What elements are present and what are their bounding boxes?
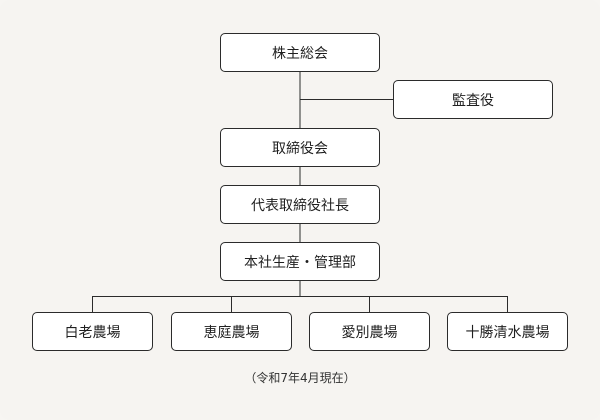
node-hq-production-management: 本社生産・管理部 [220,242,380,281]
node-label: 愛別農場 [341,324,398,341]
node-farm-eniwa: 恵庭農場 [171,312,292,351]
as-of-note: （令和7年4月現在） [244,371,356,385]
node-label: 監査役 [452,92,494,109]
node-shareholders-meeting: 株主総会 [220,33,380,72]
node-label: 株主総会 [272,45,328,62]
node-farm-tokachi-shimizu: 十勝清水農場 [447,312,568,351]
node-label: 本社生産・管理部 [244,254,356,271]
node-board-of-directors: 取締役会 [220,128,380,167]
node-farm-aibetsu: 愛別農場 [309,312,430,351]
node-label: 取締役会 [272,140,328,157]
node-auditor: 監査役 [393,80,553,119]
node-label: 白老農場 [64,324,121,341]
node-farm-shiraoi: 白老農場 [32,312,153,351]
node-label: 恵庭農場 [203,324,260,341]
node-label: 代表取締役社長 [251,197,349,214]
node-ceo: 代表取締役社長 [220,185,380,224]
node-label: 十勝清水農場 [465,324,550,341]
